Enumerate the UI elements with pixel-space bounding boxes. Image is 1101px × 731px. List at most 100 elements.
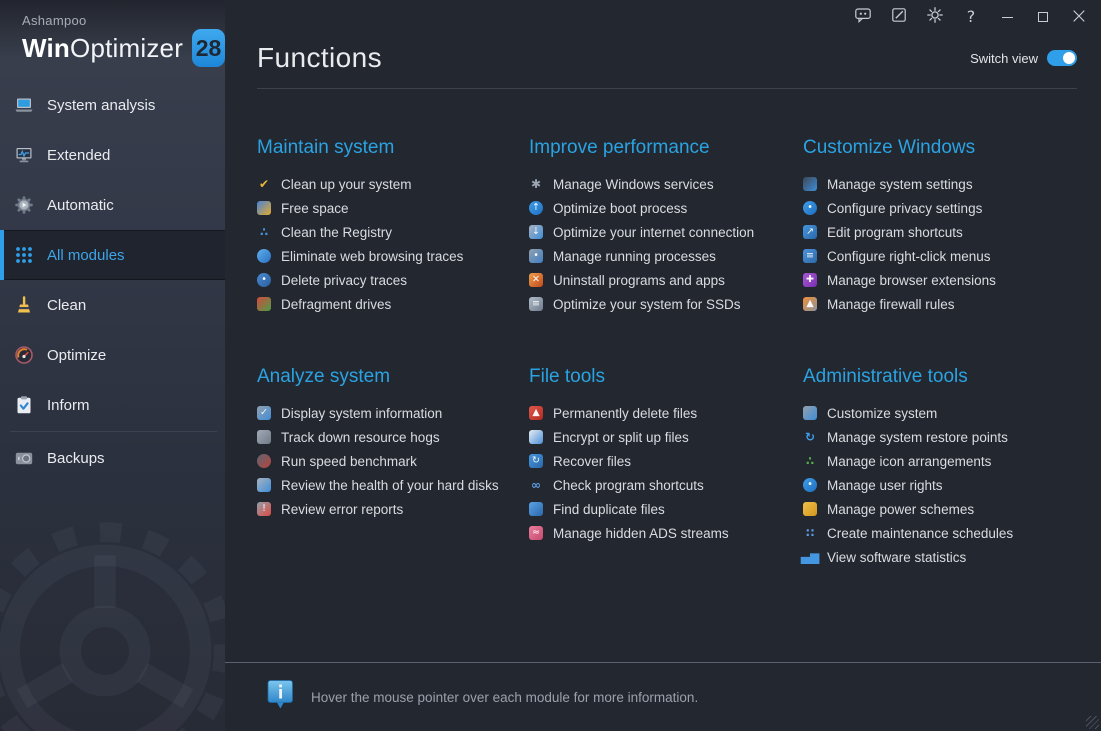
module-item-find-duplicate-files[interactable]: Find duplicate files <box>529 497 803 521</box>
switch-view-toggle[interactable] <box>1047 50 1077 66</box>
module-item-manage-icon-arrangements[interactable]: ∴ Manage icon arrangements <box>803 449 1077 473</box>
module-item-label: Defragment drives <box>281 296 392 312</box>
module-item-configure-right-click-menus[interactable]: ≡ Configure right-click menus <box>803 244 1077 268</box>
module-item-configure-privacy-settings[interactable]: •Configure privacy settings <box>803 196 1077 220</box>
group-title: Improve performance <box>529 137 710 158</box>
module-item-clean-the-registry[interactable]: ∴ Clean the Registry <box>257 220 529 244</box>
module-item-label: Create maintenance schedules <box>827 525 1014 541</box>
laptop-icon <box>14 95 34 115</box>
icon-glyph: ≈ <box>532 527 540 539</box>
module-item-label: Clean the Registry <box>281 224 393 240</box>
module-item-label: Manage firewall rules <box>827 296 955 312</box>
resize-grip[interactable] <box>1086 716 1099 729</box>
switch-view-label: Switch view <box>970 50 1038 66</box>
module-item-permanently-delete-files[interactable]: ▲Permanently delete files <box>529 401 803 425</box>
module-item-check-program-shortcuts[interactable]: ∞Check program shortcuts <box>529 473 803 497</box>
icon-glyph: ≡ <box>806 250 814 262</box>
module-item-clean-up-your-system[interactable]: ✔Clean up your system <box>257 172 529 196</box>
sidebar-item-automatic[interactable]: Automatic <box>0 180 225 230</box>
module-item-run-speed-benchmark[interactable]: Run speed benchmark <box>257 449 529 473</box>
module-item-eliminate-web-browsing-traces[interactable]: Eliminate web browsing traces <box>257 244 529 268</box>
module-item-manage-system-settings[interactable]: Manage system settings <box>803 172 1077 196</box>
module-item-review-the-health-of-your-hard-disks[interactable]: Review the health of your hard disks <box>257 473 529 497</box>
module-item-optimize-your-internet-connection[interactable]: ↓Optimize your internet connection <box>529 220 803 244</box>
privacy-traces-icon: • <box>257 273 271 287</box>
module-item-manage-browser-extensions[interactable]: ✚Manage browser extensions <box>803 268 1077 292</box>
module-item-manage-system-restore-points[interactable]: ↻Manage system restore points <box>803 425 1077 449</box>
titlebar-button-notes[interactable] <box>881 2 917 32</box>
module-item-customize-system[interactable]: Customize system <box>803 401 1077 425</box>
icon-glyph: ✱ <box>530 177 542 191</box>
module-group-analyze-system: Analyze system✓Display system informatio… <box>257 366 529 569</box>
module-item-manage-power-schemes[interactable]: Manage power schemes <box>803 497 1077 521</box>
module-item-encrypt-or-split-up-files[interactable]: Encrypt or split up files <box>529 425 803 449</box>
module-item-create-maintenance-schedules[interactable]: ∷Create maintenance schedules <box>803 521 1077 545</box>
module-item-manage-firewall-rules[interactable]: ▲Manage firewall rules <box>803 292 1077 316</box>
module-item-track-down-resource-hogs[interactable]: Track down resource hogs <box>257 425 529 449</box>
sidebar-item-clean[interactable]: Clean <box>0 280 225 330</box>
app-logo: Ashampoo WinOptimizer 28 <box>0 0 225 67</box>
sidebar-item-label: Inform <box>47 396 90 414</box>
module-item-label: Recover files <box>553 453 632 469</box>
module-item-recover-files[interactable]: ↻Recover files <box>529 449 803 473</box>
module-item-label: Configure right-click menus <box>827 248 991 264</box>
icon-glyph: ∴ <box>259 225 269 239</box>
sidebar-item-all-modules[interactable]: All modules <box>0 230 225 280</box>
titlebar-button-feedback[interactable] <box>845 2 881 32</box>
sidebar-item-inform[interactable]: Inform <box>0 380 225 430</box>
module-item-label: Manage icon arrangements <box>827 453 992 469</box>
module-item-review-error-reports[interactable]: !Review error reports <box>257 497 529 521</box>
titlebar-button-close[interactable]: × <box>1061 2 1097 32</box>
boot-icon: ↑ <box>529 201 543 215</box>
group-title: File tools <box>529 366 606 387</box>
page-header: Functions Switch view <box>225 34 1101 88</box>
module-item-label: Configure privacy settings <box>827 200 983 216</box>
icon-glyph: ↓ <box>532 226 540 238</box>
switch-view: Switch view <box>970 50 1077 66</box>
sidebar-item-extended[interactable]: Extended <box>0 130 225 180</box>
sidebar-item-label: Clean <box>47 296 87 314</box>
minimize-icon <box>1001 16 1013 18</box>
module-item-edit-program-shortcuts[interactable]: ↗Edit program shortcuts <box>803 220 1077 244</box>
module-item-manage-hidden-ads-streams[interactable]: ≈Manage hidden ADS streams <box>529 521 803 545</box>
group-title: Customize Windows <box>803 137 976 158</box>
sidebar-item-system-analysis[interactable]: System analysis <box>0 80 225 130</box>
module-item-uninstall-programs-and-apps[interactable]: ✕Uninstall programs and apps <box>529 268 803 292</box>
module-item-view-software-statistics[interactable]: ▄▆View software statistics <box>801 545 1077 569</box>
module-item-manage-windows-services[interactable]: ✱Manage Windows services <box>529 172 803 196</box>
sidebar-item-backups[interactable]: Backups <box>0 433 225 483</box>
brand-product-light: Optimizer <box>70 32 184 63</box>
module-item-label: View software statistics <box>827 549 967 565</box>
uninstall-icon: ✕ <box>529 273 543 287</box>
module-item-display-system-information[interactable]: ✓Display system information <box>257 401 529 425</box>
header-divider <box>257 88 1077 89</box>
module-item-label: Free space <box>281 200 349 216</box>
icon-arrangements-icon: ∴ <box>803 454 817 468</box>
icon-glyph: • <box>533 250 539 262</box>
module-item-defragment-drives[interactable]: Defragment drives <box>257 292 529 316</box>
module-item-delete-privacy-traces[interactable]: •Delete privacy traces <box>257 268 529 292</box>
brand-product: WinOptimizer <box>22 32 184 63</box>
check-shortcuts-icon: ∞ <box>529 478 543 492</box>
module-item-label: Run speed benchmark <box>281 453 417 469</box>
titlebar-button-minimize[interactable] <box>989 2 1025 32</box>
module-item-optimize-your-system-for-ssds[interactable]: ≡Optimize your system for SSDs <box>529 292 803 316</box>
module-item-free-space[interactable]: Free space <box>257 196 529 220</box>
titlebar-button-settings[interactable] <box>917 2 953 32</box>
auto-gear-icon <box>14 195 34 215</box>
module-item-manage-user-rights[interactable]: •Manage user rights <box>803 473 1077 497</box>
version-badge: 28 <box>192 29 225 67</box>
sidebar-item-label: Optimize <box>47 346 107 364</box>
sidebar-item-optimize[interactable]: Optimize <box>0 330 225 380</box>
module-item-label: Review error reports <box>281 501 404 517</box>
icon-glyph: ▲ <box>532 407 540 419</box>
module-item-manage-running-processes[interactable]: •Manage running processes <box>529 244 803 268</box>
titlebar: ?× <box>225 0 1101 34</box>
module-item-optimize-boot-process[interactable]: ↑Optimize boot process <box>529 196 803 220</box>
icon-glyph: ✓ <box>260 407 268 419</box>
titlebar-button-maximize[interactable] <box>1025 2 1061 32</box>
titlebar-button-help[interactable]: ? <box>953 2 989 32</box>
